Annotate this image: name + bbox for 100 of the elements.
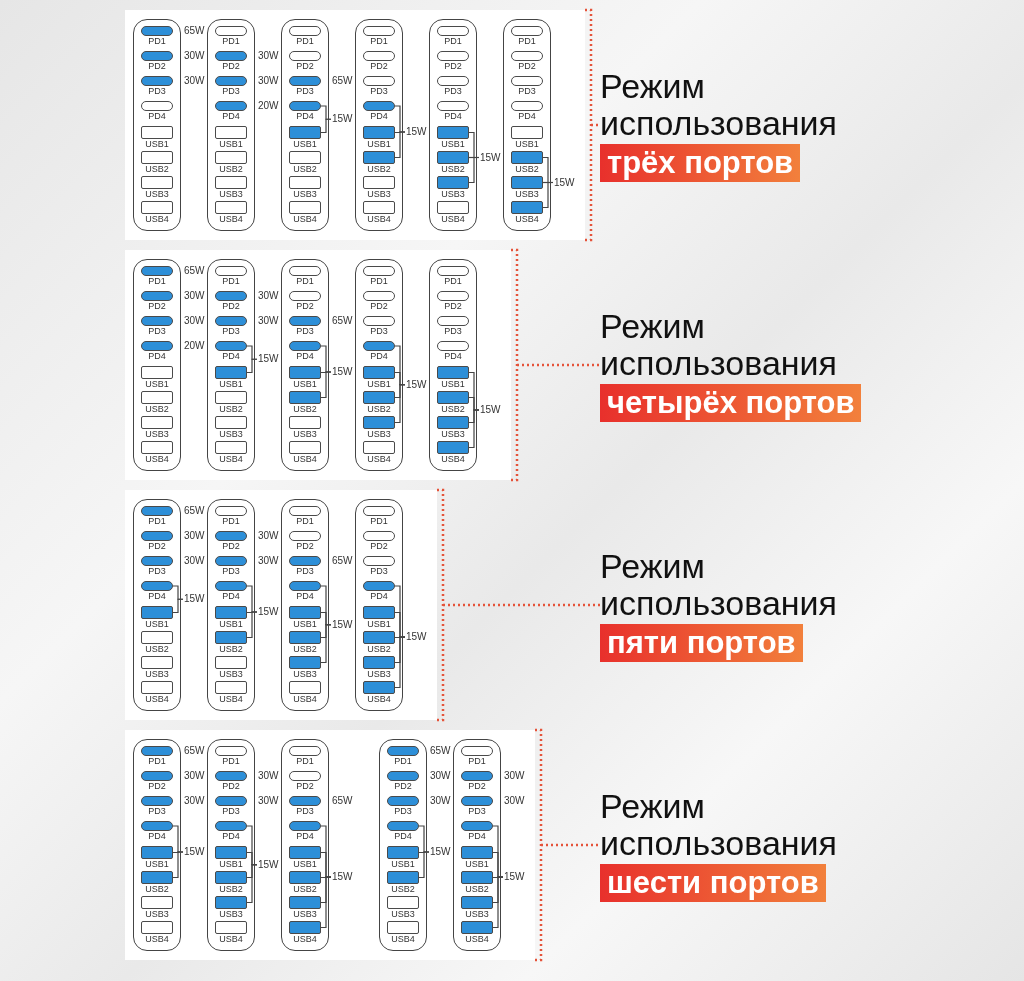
port-label: USB4 — [144, 454, 170, 464]
port-label: PD2 — [221, 781, 241, 791]
port-label: USB3 — [144, 429, 170, 439]
port-label: PD3 — [221, 806, 241, 816]
port-label: PD3 — [147, 806, 167, 816]
port-label: USB4 — [366, 454, 392, 464]
port-label: PD2 — [369, 541, 389, 551]
port-label: PD1 — [467, 756, 487, 766]
port-label: USB4 — [144, 694, 170, 704]
port-label: PD2 — [467, 781, 487, 791]
port-label: PD4 — [369, 111, 389, 121]
port-label: PD1 — [517, 36, 537, 46]
wattage-label: 20W — [258, 100, 279, 112]
wattage-label: 65W — [184, 505, 205, 517]
wattage-label: 15W — [258, 858, 279, 871]
port-label: USB4 — [218, 694, 244, 704]
port-label: PD1 — [369, 516, 389, 526]
bracket-line — [394, 636, 406, 689]
wattage-label: 30W — [504, 795, 525, 807]
port-label: USB3 — [144, 669, 170, 679]
port-label: USB1 — [144, 139, 170, 149]
mode-heading: Режим использования — [600, 548, 838, 622]
wattage-label: 30W — [504, 770, 525, 782]
port-label: USB3 — [292, 189, 318, 199]
port-label: PD3 — [295, 326, 315, 336]
port-label: PD4 — [295, 591, 315, 601]
wattage-label: 30W — [430, 795, 451, 807]
port-label: PD4 — [221, 831, 241, 841]
port-label: PD1 — [147, 276, 167, 286]
mode-panel — [125, 10, 585, 240]
mode-highlight: шести портов — [600, 864, 826, 902]
mode-heading: Режим использования — [600, 68, 838, 142]
port-label: USB2 — [464, 884, 490, 894]
wattage-label: 30W — [184, 795, 205, 807]
wattage-label: 30W — [258, 770, 279, 782]
port-label: USB1 — [292, 859, 318, 869]
port-label: PD3 — [443, 86, 463, 96]
wattage-label: 65W — [332, 75, 353, 87]
bracket-line — [418, 851, 430, 879]
wattage-label: 15W — [406, 378, 427, 391]
port-label: PD4 — [393, 831, 413, 841]
port-label: USB4 — [292, 694, 318, 704]
bracket-line — [246, 358, 258, 374]
wattage-label: 20W — [184, 340, 205, 352]
port-label: USB1 — [366, 619, 392, 629]
port-label: USB1 — [366, 379, 392, 389]
wattage-label: 30W — [258, 290, 279, 302]
wattage-label: 15W — [332, 366, 353, 378]
bracket-line — [394, 384, 406, 424]
port-label: USB3 — [144, 909, 170, 919]
port-label: PD1 — [369, 276, 389, 286]
port-label: PD2 — [517, 61, 537, 71]
port-label: PD2 — [147, 541, 167, 551]
port-label: PD4 — [295, 351, 315, 361]
wattage-label: 15W — [184, 846, 205, 858]
port-label: PD4 — [369, 591, 389, 601]
port-label: USB2 — [390, 884, 416, 894]
port-label: USB3 — [218, 429, 244, 439]
port-label: USB4 — [292, 454, 318, 464]
port-label: PD1 — [369, 36, 389, 46]
port-label: PD2 — [147, 781, 167, 791]
wattage-label: 15W — [184, 593, 205, 606]
port-label: USB2 — [292, 164, 318, 174]
port-label: USB1 — [218, 139, 244, 149]
port-label: PD3 — [147, 86, 167, 96]
port-label: USB2 — [218, 884, 244, 894]
port-label: PD3 — [467, 806, 487, 816]
port-label: USB3 — [144, 189, 170, 199]
port-label: USB3 — [464, 909, 490, 919]
port-label: PD4 — [147, 111, 167, 121]
wattage-label: 30W — [184, 770, 205, 782]
port-label: PD1 — [147, 516, 167, 526]
bracket-line — [172, 598, 184, 614]
port-label: PD4 — [295, 111, 315, 121]
port-label: USB1 — [464, 859, 490, 869]
port-label: PD1 — [295, 756, 315, 766]
bracket-line — [320, 371, 332, 399]
charger-outline — [355, 19, 403, 231]
wattage-label: 30W — [184, 555, 205, 567]
port-label: USB4 — [292, 934, 318, 944]
wattage-label: 30W — [258, 75, 279, 87]
port-label: USB2 — [440, 404, 466, 414]
port-label: PD3 — [147, 566, 167, 576]
bracket-line — [320, 118, 332, 134]
wattage-label: 15W — [480, 151, 501, 164]
port-label: USB3 — [514, 189, 540, 199]
port-label: PD2 — [443, 301, 463, 311]
bracket-line — [246, 864, 258, 904]
port-label: USB1 — [144, 619, 170, 629]
port-label: USB2 — [144, 164, 170, 174]
wattage-label: 15W — [258, 353, 279, 366]
port-label: USB2 — [440, 164, 466, 174]
port-label: PD4 — [147, 351, 167, 361]
port-label: USB2 — [366, 164, 392, 174]
port-label: USB1 — [292, 619, 318, 629]
port-label: PD3 — [443, 326, 463, 336]
wattage-label: 15W — [332, 618, 353, 631]
port-label: USB1 — [390, 859, 416, 869]
mode-panel — [125, 730, 535, 960]
port-label: USB1 — [440, 139, 466, 149]
